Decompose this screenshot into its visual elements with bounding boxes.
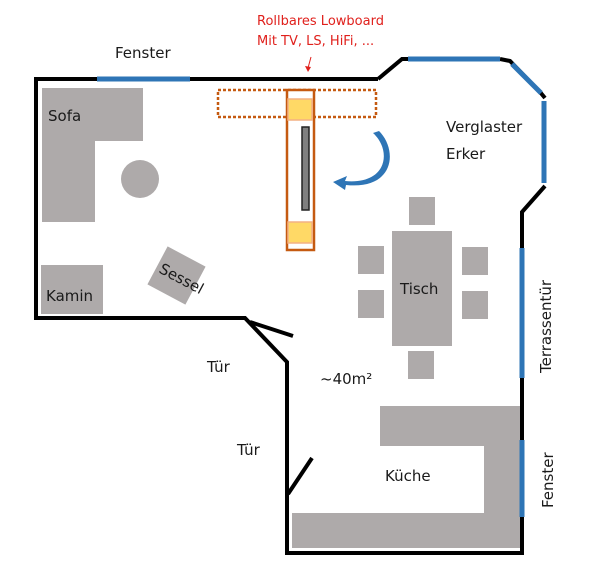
label-fireplace: Kamin <box>46 287 93 305</box>
armchair <box>147 246 206 305</box>
speaker-bottom <box>287 221 313 244</box>
wall-corner <box>376 57 408 81</box>
door-swing-2 <box>286 456 314 496</box>
label-table: Tisch <box>399 280 438 298</box>
window-bay-diag <box>510 62 543 95</box>
rotate-arrow-icon <box>333 131 390 190</box>
coffee-table <box>121 160 159 198</box>
sofa <box>42 88 143 222</box>
chair <box>408 351 434 379</box>
chair <box>462 291 488 319</box>
label-bay-1: Verglaster <box>446 118 523 136</box>
label-sofa: Sofa <box>48 107 81 125</box>
chair <box>462 247 488 275</box>
kitchen-counter <box>292 406 520 548</box>
annotation-arrow <box>307 56 312 69</box>
chair <box>358 290 384 318</box>
label-terrace-door: Terrassentür <box>537 279 555 374</box>
label-bay-2: Erker <box>446 145 486 163</box>
annotation-line2: Mit TV, LS, HiFi, ... <box>257 34 374 49</box>
annotation-arrowhead <box>305 66 311 72</box>
label-window-top: Fenster <box>115 44 171 62</box>
annotation-line1: Rollbares Lowboard <box>257 14 384 29</box>
chair <box>358 246 384 274</box>
speaker-top <box>287 98 313 121</box>
label-window-right: Fenster <box>539 452 557 508</box>
tv <box>301 126 310 211</box>
door-swing-1 <box>249 320 294 338</box>
fireplace <box>41 265 103 314</box>
dining-table <box>392 231 452 346</box>
label-area: ~40m² <box>320 370 372 388</box>
label-kitchen: Küche <box>385 467 431 485</box>
chair <box>409 197 435 225</box>
lowboard-alt-position <box>216 88 378 119</box>
label-door-1: Tür <box>206 358 231 376</box>
label-door-2: Tür <box>236 441 261 459</box>
